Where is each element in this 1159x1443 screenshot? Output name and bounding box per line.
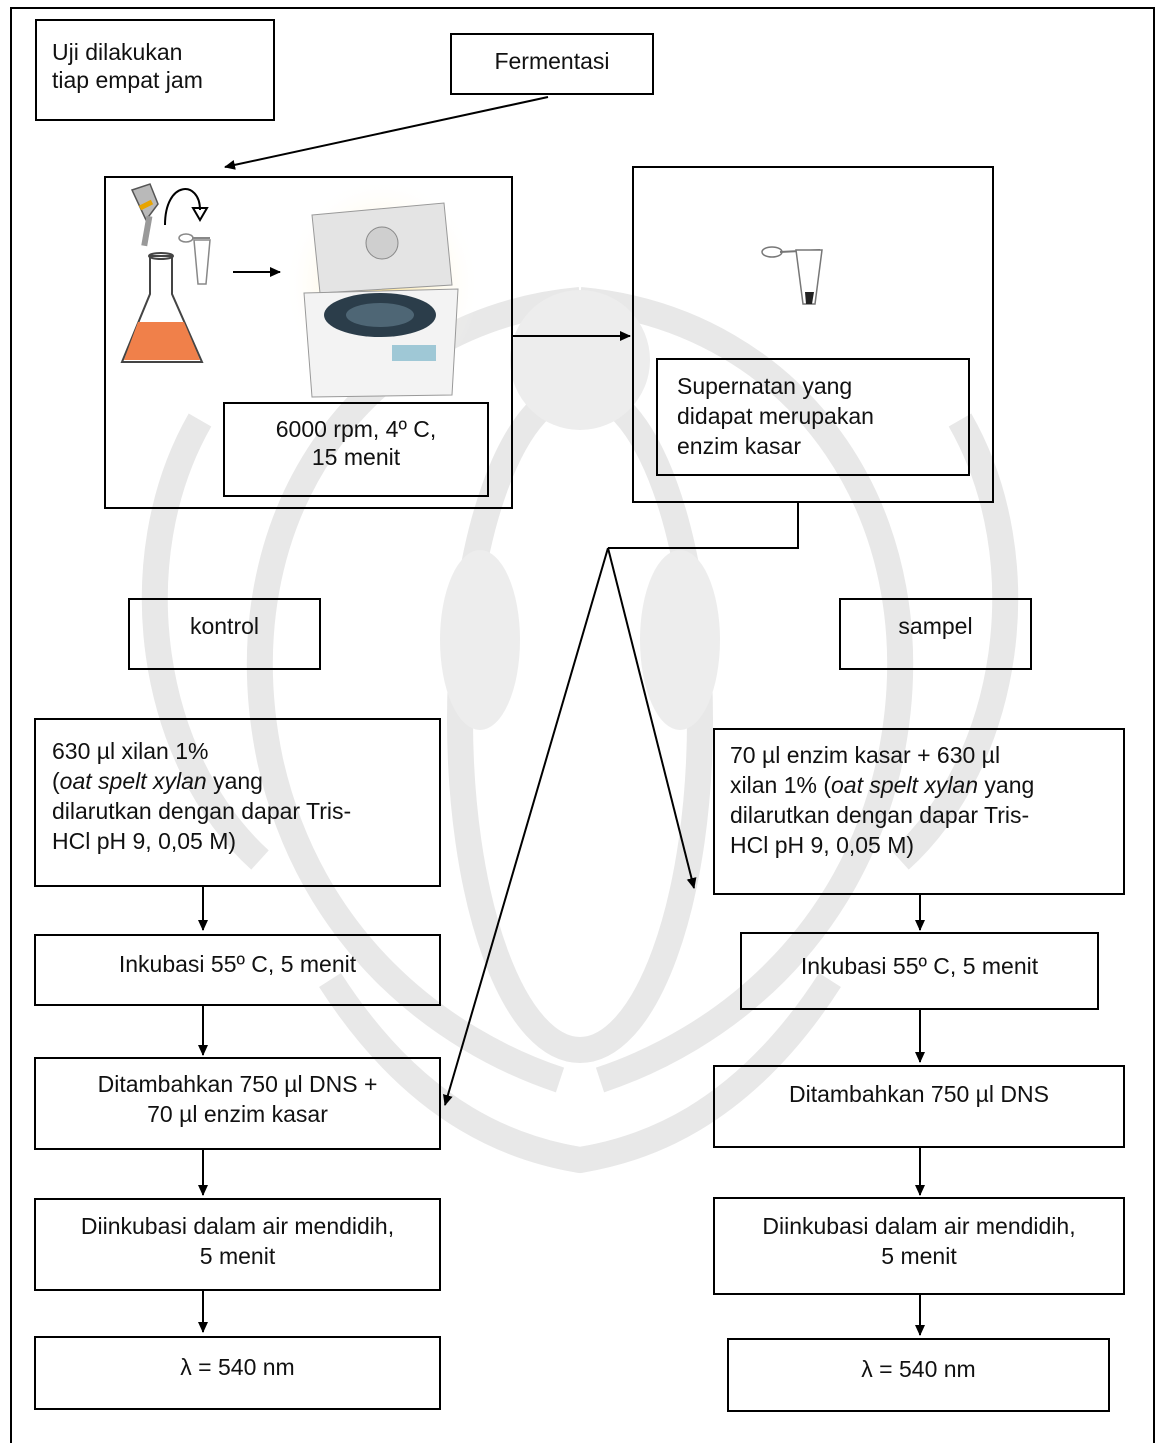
sampel-wavelength: λ = 540 nm <box>861 1356 976 1382</box>
sampel-step-4 <box>713 1197 1125 1295</box>
arrow-fermentasi-to-step <box>224 96 549 170</box>
kontrol-step-4 <box>34 1198 441 1291</box>
centrifuge-line-1: 6000 rpm, 4º C, <box>275 416 437 442</box>
sampel-step-2-text: Inkubasi 55º C, 5 menit <box>800 953 1039 979</box>
sampel-step-4-line-2: 5 menit <box>881 1243 957 1269</box>
centrifuge-icon <box>284 185 480 398</box>
sampel-label: sampel <box>898 613 973 639</box>
supernatant-line-1: Supernatan yang <box>677 373 853 399</box>
kontrol-step-1-line-3: dilarutkan dengan dapar Tris- <box>52 798 352 824</box>
sampel-label-box <box>839 598 1032 670</box>
note-line-2: tiap empat jam <box>52 67 203 93</box>
pipette-icon <box>130 183 159 247</box>
kontrol-step-1-line-4: HCl pH 9, 0,05 M) <box>52 828 237 854</box>
kontrol-step-5 <box>34 1336 441 1410</box>
eppendorf-tube-icon <box>178 233 211 285</box>
sampel-step-1-line-2: xilan 1% (oat spelt xylan yang <box>730 772 1035 798</box>
note-box <box>35 19 275 121</box>
note-line-1: Uji dilakukan <box>52 39 183 65</box>
supernatant-line-2: didapat merupakan <box>677 403 874 429</box>
arrow-to-sampel <box>607 547 697 889</box>
sampel-step-3 <box>713 1065 1125 1148</box>
erlenmeyer-flask-icon <box>120 252 204 363</box>
supernatant-line-3: enzim kasar <box>677 433 801 459</box>
supernatant-text-box <box>656 358 970 476</box>
arrow-to-kontrol-dns <box>443 547 609 1106</box>
kontrol-step-1-line-2: (oat spelt xylan yang <box>52 768 263 794</box>
sampel-step-1 <box>713 728 1125 895</box>
centrifuge-panel <box>104 176 513 509</box>
centrifuge-line-2: 15 menit <box>311 444 401 470</box>
eppendorf-tube-icon <box>761 246 823 305</box>
sampel-step-4-line-1: Diinkubasi dalam air mendidih, <box>762 1213 1076 1239</box>
sampel-step-3-text: Ditambahkan 750 µl DNS <box>789 1081 1049 1107</box>
sampel-step-1-line-3: dilarutkan dengan dapar Tris- <box>730 802 1030 828</box>
kontrol-wavelength: λ = 540 nm <box>180 1354 295 1380</box>
kontrol-label: kontrol <box>189 613 260 639</box>
fermentasi-box <box>450 33 654 95</box>
sampel-step-2 <box>740 932 1099 1010</box>
kontrol-step-4-line-2: 5 menit <box>199 1243 276 1269</box>
sampel-step-5 <box>727 1338 1110 1412</box>
kontrol-step-1 <box>34 718 441 887</box>
kontrol-step-3-line-1: Ditambahkan 750 µl DNS + <box>97 1071 378 1097</box>
sampel-step-1-line-4: HCl pH 9, 0,05 M) <box>730 832 915 858</box>
kontrol-step-3 <box>34 1057 441 1150</box>
page-border <box>10 7 1155 1443</box>
kontrol-step-4-line-1: Diinkubasi dalam air mendidih, <box>80 1213 395 1239</box>
kontrol-label-box <box>128 598 321 670</box>
rotate-arrow-icon <box>164 188 209 226</box>
kontrol-step-1-line-1: 630 µl xilan 1% <box>52 738 209 764</box>
kontrol-step-3-line-2: 70 µl enzim kasar <box>147 1101 328 1127</box>
centrifuge-settings-box <box>223 402 489 497</box>
sampel-step-1-line-1: 70 µl enzim kasar + 630 µl <box>730 742 1001 768</box>
kontrol-step-2-text: Inkubasi 55º C, 5 menit <box>118 951 357 977</box>
kontrol-step-2 <box>34 934 441 1006</box>
supernatant-panel <box>632 166 994 503</box>
supernatant-split-line <box>608 503 799 549</box>
fermentasi-label: Fermentasi <box>494 48 610 74</box>
